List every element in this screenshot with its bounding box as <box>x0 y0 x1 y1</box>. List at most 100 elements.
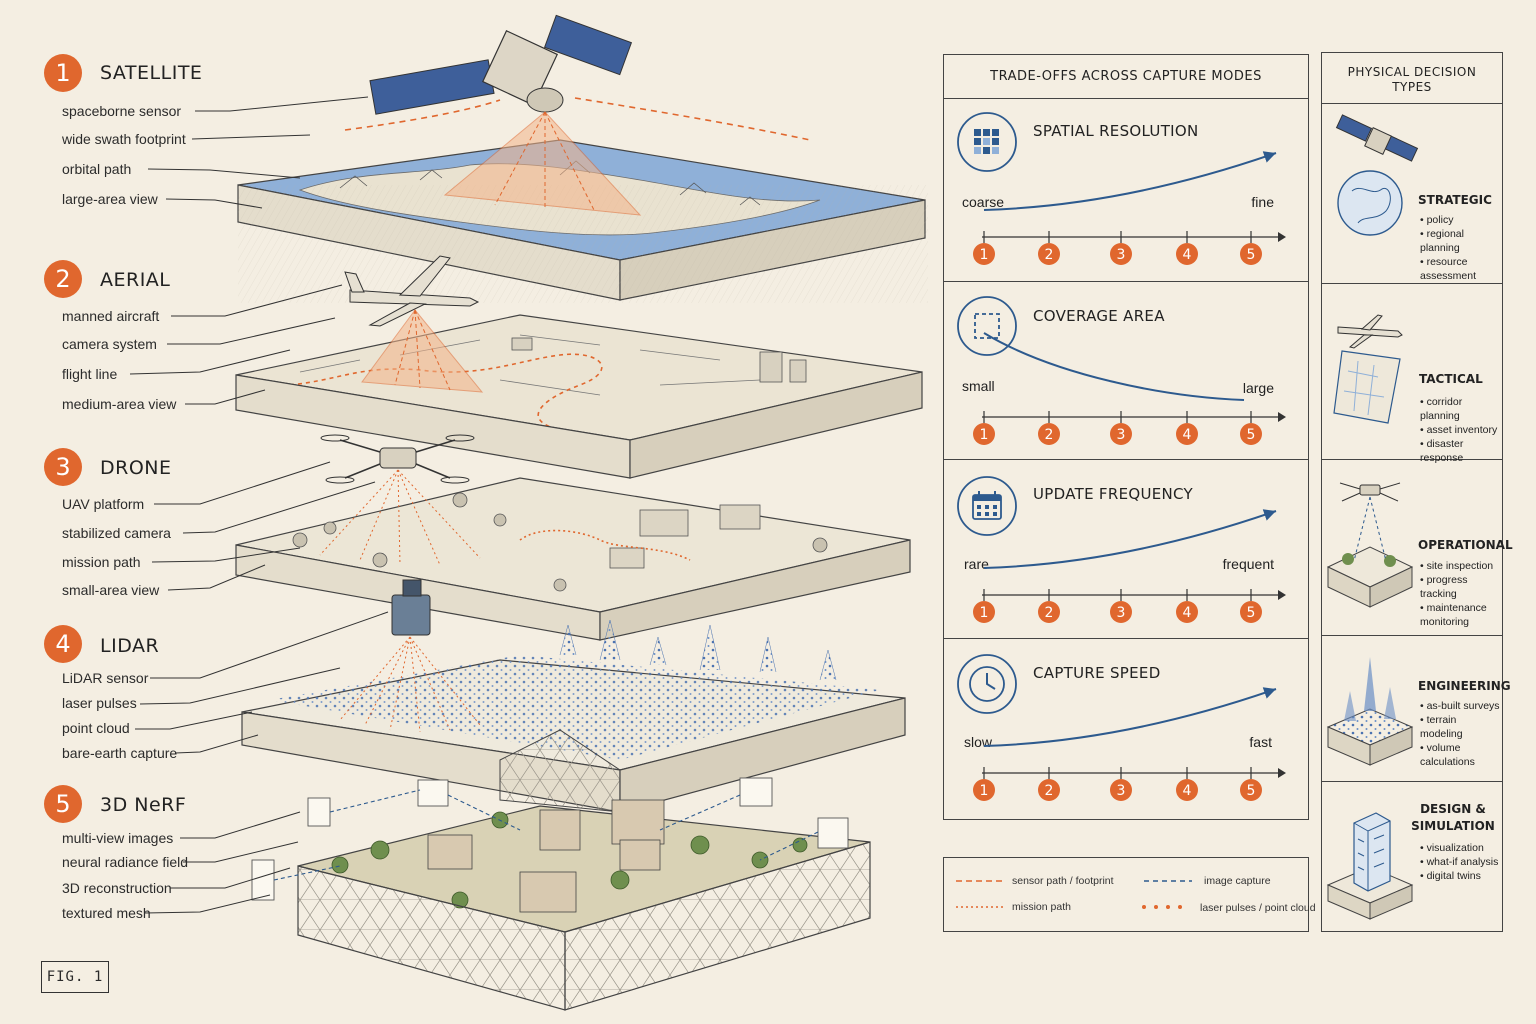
metric-title: UPDATE FREQUENCY <box>1033 485 1193 503</box>
legend-swatch-laser-pulses <box>1142 905 1182 909</box>
tick-badge <box>1176 243 1198 265</box>
mode-label: laser pulses <box>62 695 137 711</box>
legend-swatch-image-capture <box>1144 880 1192 882</box>
trend-curve <box>983 509 1277 569</box>
mode-label: flight line <box>62 366 118 382</box>
tick-badge <box>1240 779 1262 801</box>
decision-types-panel: PHYSICAL DECISION TYPES STRATEGIC policy… <box>1321 52 1513 932</box>
decision-point: site inspection <box>1420 559 1500 573</box>
decision-point: maintenance monitoring <box>1420 601 1500 629</box>
drone-site-icon <box>1326 482 1414 608</box>
trend-curve <box>983 687 1277 747</box>
mode-label: stabilized camera <box>62 525 171 541</box>
building-model-icon <box>1326 812 1414 920</box>
tick-label: 2 <box>1045 427 1054 443</box>
decision-types-header: PHYSICAL DECISION TYPES <box>1347 65 1477 94</box>
tick-label: 2 <box>1045 247 1054 263</box>
legend-swatch-mission-path <box>956 906 1004 908</box>
metric-title: CAPTURE SPEED <box>1033 664 1161 682</box>
satellite-icon <box>369 14 633 115</box>
decision-points: policy regional planning resource assess… <box>1420 213 1500 283</box>
tick-label: 3 <box>1117 605 1126 621</box>
drone-icon <box>320 434 475 484</box>
axis-high-label: large <box>1242 380 1274 396</box>
decision-point: terrain modeling <box>1420 713 1500 741</box>
mode-title: 3D NeRF <box>100 794 187 816</box>
mode-number-badge: 2 <box>44 260 82 298</box>
decision-point: visualization <box>1420 841 1500 855</box>
mode-label: LiDAR sensor <box>62 670 149 686</box>
mode-number-badge: 1 <box>44 54 82 92</box>
tick-badge <box>1110 243 1132 265</box>
tick-label: 1 <box>980 427 989 443</box>
mode-number-badge: 4 <box>44 625 82 663</box>
mode-label: neural radiance field <box>62 854 189 870</box>
legend-label: sensor path / footprint <box>1012 875 1114 887</box>
axis-arrow <box>1278 590 1286 600</box>
mode-label: small-area view <box>62 582 160 598</box>
tick-badge <box>973 601 995 623</box>
decision-point: digital twins <box>1420 869 1500 883</box>
decision-point: resource assessment <box>1420 255 1500 283</box>
mode-label: mission path <box>62 554 141 570</box>
clock-icon <box>957 654 1017 714</box>
tick-label: 4 <box>1183 247 1192 263</box>
mode-label: orbital path <box>62 161 132 177</box>
tick-label: 3 <box>1117 783 1126 799</box>
decision-title: TACTICAL <box>1419 372 1483 386</box>
mode-label: UAV platform <box>62 496 145 512</box>
axis-arrow <box>1278 412 1286 422</box>
decision-point: disaster response <box>1420 437 1500 465</box>
tick-badge <box>1038 779 1060 801</box>
tick-label: 1 <box>980 605 989 621</box>
axis-arrow <box>1278 232 1286 242</box>
axis-high-label: fast <box>1249 734 1272 750</box>
tick-badge <box>1110 779 1132 801</box>
mode-label: multi-view images <box>62 830 174 846</box>
metric-title: SPATIAL RESOLUTION <box>1033 122 1199 140</box>
mode-label: 3D reconstruction <box>62 880 172 896</box>
mode-label: manned aircraft <box>62 308 160 324</box>
tick-label: 4 <box>1183 605 1192 621</box>
mode-number-badge: 3 <box>44 448 82 486</box>
mode-title: DRONE <box>100 457 172 479</box>
tick-badge <box>1240 243 1262 265</box>
mode-number-badge: 5 <box>44 785 82 823</box>
tick-badge <box>1110 423 1132 445</box>
decision-point: progress tracking <box>1420 573 1500 601</box>
legend-label: image capture <box>1204 875 1271 887</box>
tick-badge <box>1038 423 1060 445</box>
mode-label: medium-area view <box>62 396 177 412</box>
mode-label: wide swath footprint <box>62 131 186 147</box>
decision-point: volume calculations <box>1420 741 1500 769</box>
axis-high-label: frequent <box>1222 556 1274 572</box>
trend-curve <box>983 332 1245 401</box>
decision-point: as-built surveys <box>1420 699 1500 713</box>
decision-points: corridor planning asset inventory disast… <box>1420 395 1500 465</box>
tick-label: 4 <box>1183 427 1192 443</box>
tick-badge <box>1176 601 1198 623</box>
mode-title: LIDAR <box>100 635 160 657</box>
decision-title: STRATEGIC <box>1418 193 1492 207</box>
legend-box: sensor path / footprint image capture mi… <box>943 857 1316 932</box>
mode-label: camera system <box>62 336 157 352</box>
tick-label: 3 <box>1117 247 1126 263</box>
tick-badge <box>1176 423 1198 445</box>
legend-label: laser pulses / point cloud <box>1200 902 1316 914</box>
aircraft-map-icon <box>1333 314 1403 424</box>
satellite-globe-icon <box>1335 114 1419 236</box>
tick-label: 5 <box>1247 783 1256 799</box>
mode-title: SATELLITE <box>100 62 203 84</box>
legend-label: mission path <box>1012 901 1071 913</box>
legend-swatch-sensor-path <box>956 880 1004 882</box>
mode-label: textured mesh <box>62 905 151 921</box>
decision-point: regional planning <box>1420 227 1500 255</box>
mode-label: bare-earth capture <box>62 745 178 761</box>
decision-title: DESIGN & SIMULATION <box>1411 802 1495 833</box>
mode-label: point cloud <box>62 720 130 736</box>
aerial-terrain-layer <box>235 314 923 479</box>
tick-badge <box>973 423 995 445</box>
